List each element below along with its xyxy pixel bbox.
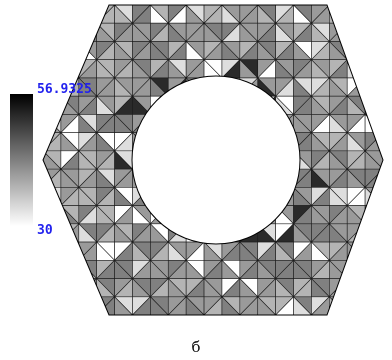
mesh-element [78,277,97,298]
mesh-element [364,296,383,315]
mesh-element [60,22,80,43]
mesh-element [364,59,383,79]
mesh-element [346,259,366,279]
mesh-element [114,296,134,315]
mesh-element [364,241,383,262]
mesh-element [43,95,62,115]
mesh-element [346,40,366,61]
mesh-element [364,58,383,79]
mesh-element [346,278,366,298]
figure-caption: б [191,338,201,356]
mesh-element [346,296,366,315]
mesh-element [60,5,80,24]
mesh-element [43,259,62,280]
mesh-element [364,205,383,225]
mesh-element [346,277,366,298]
mesh-element [43,41,62,61]
mesh-element [43,22,62,42]
mesh-element [60,58,80,79]
mesh-element [364,204,383,225]
mesh-element [60,277,80,298]
colorbar-max-label: 56.9325 [37,82,92,97]
mesh-element [364,41,383,61]
mesh-element [329,5,348,24]
mesh-element [364,95,383,115]
mesh-element [60,241,80,262]
mesh-element [346,5,366,24]
mesh-element [60,5,80,24]
mesh-element [60,241,80,261]
mesh-element [60,278,80,298]
mesh-element [364,95,383,116]
mesh-element [364,296,383,315]
mesh-element [43,40,62,61]
mesh-element [43,278,62,298]
mesh-element [43,5,62,24]
mesh-element [364,77,383,97]
mesh-element [346,259,366,280]
mesh-element [60,223,80,243]
circular-hole [131,75,301,245]
mesh-element [364,223,383,243]
mesh-element [364,223,383,243]
mesh-element [346,22,366,43]
mesh-element [78,5,98,24]
mesh-element [43,277,62,298]
mesh-element [43,241,62,261]
mesh-element [43,131,62,152]
mesh-element [364,278,383,298]
mesh-element [150,296,169,315]
mesh-element [43,205,62,225]
mesh-element [78,296,98,315]
mesh-element [364,5,383,24]
mesh-element [364,5,383,24]
mesh-element [364,259,383,280]
mesh-element [43,5,62,24]
mesh-element [43,241,62,262]
mesh-element [43,296,62,315]
mesh-element [60,59,80,79]
mesh-element [60,296,80,315]
mesh-element [346,296,366,315]
mesh-element [43,95,62,116]
mesh-element [78,278,98,298]
mesh-element [78,296,97,315]
mesh-element [78,5,97,24]
mesh-element [60,259,80,279]
mesh-element [60,22,80,42]
mesh-element [43,259,62,279]
mesh-element [43,58,62,79]
mesh-element [364,22,383,43]
mesh-element [364,277,383,298]
mesh-element [60,296,80,315]
colorbar [10,94,33,226]
mesh-element [329,296,348,315]
mesh-element [43,204,62,225]
mesh-element [346,41,366,61]
mesh-element [43,59,62,79]
mesh-element [364,77,383,97]
hexagon-outline [42,4,384,316]
mesh-element [60,41,80,61]
mesh-element [60,40,80,61]
mesh-element [43,296,62,315]
colorbar-min-label: 30 [37,223,53,238]
mesh-element [364,22,383,42]
mesh-element [364,241,383,261]
mesh-element [346,5,366,24]
mesh-element [346,22,366,42]
mesh-element [364,259,383,279]
mesh-element [257,296,277,315]
mesh-element [78,22,98,43]
mesh-element [293,296,313,315]
mesh-element [364,40,383,61]
mesh-element [60,259,80,280]
mesh-element [43,22,62,43]
mesh-element [221,296,241,315]
mesh-element [78,22,97,42]
mesh-element [185,296,205,315]
